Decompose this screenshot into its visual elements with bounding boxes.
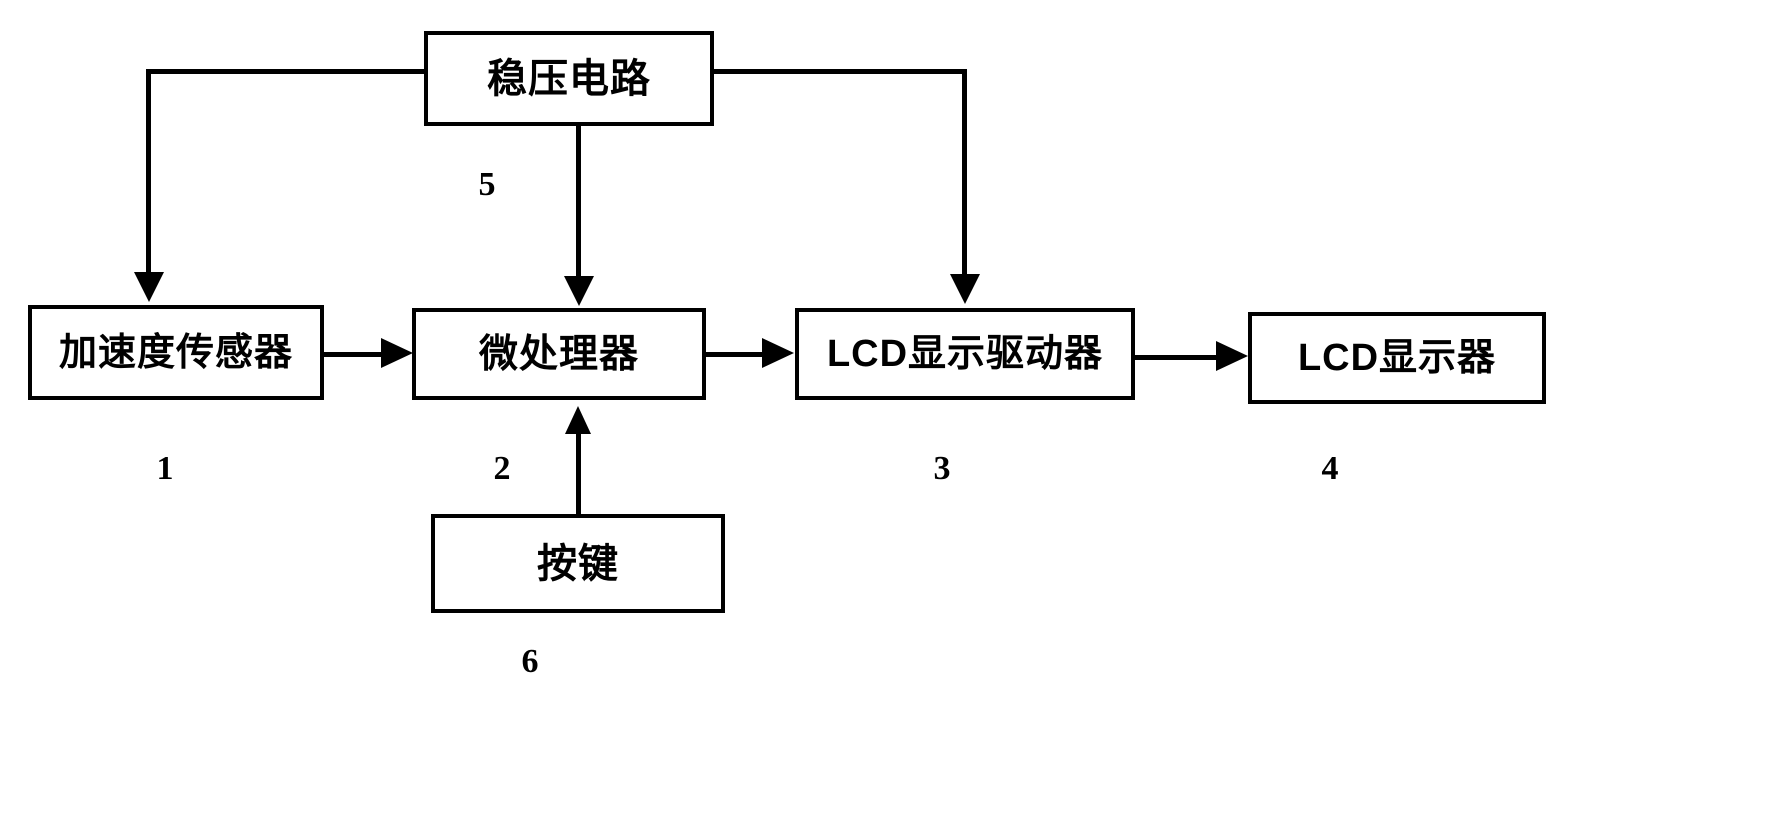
block-voltage-regulator-label: 稳压电路 [487,56,651,101]
block-acceleration-sensor-label: 加速度传感器 [58,331,293,374]
edge-regulator-to-mcu-vertical [576,126,581,278]
ref-number-lcd-display: 4 [1321,450,1339,487]
ref-number-microprocessor: 2 [493,450,511,487]
block-acceleration-sensor[interactable]: 加速度传感器 [28,305,324,400]
edge-regulator-to-lcddriver-vertical [962,69,967,277]
block-lcd-display-driver[interactable]: LCD显示驱动器 [795,308,1135,400]
ref-number-lcd-display-driver: 3 [933,450,951,487]
block-lcd-display[interactable]: LCD显示器 [1248,312,1546,404]
edge-lcddriver-to-lcd [1135,355,1220,360]
arrowhead-keys-to-mcu [565,406,591,434]
edge-regulator-to-sensor-horizontal [146,69,426,74]
edge-keys-to-mcu [576,430,581,515]
block-keys-label: 按键 [537,541,619,586]
arrowhead-sensor-to-mcu [381,338,413,368]
block-keys[interactable]: 按键 [431,514,725,613]
ref-number-acceleration-sensor: 1 [156,450,174,487]
block-microprocessor[interactable]: 微处理器 [412,308,706,400]
block-microprocessor-label: 微处理器 [478,332,639,376]
ref-number-voltage-regulator: 5 [478,166,496,203]
arrowhead-regulator-to-mcu [564,276,594,306]
arrowhead-lcddriver-to-lcd [1216,341,1248,371]
arrowhead-regulator-to-lcddriver [950,274,980,304]
block-voltage-regulator[interactable]: 稳压电路 [424,31,714,126]
edge-mcu-to-lcddriver [706,352,766,357]
edge-sensor-to-mcu [324,352,386,357]
edge-regulator-to-sensor-vertical [146,69,151,275]
arrowhead-mcu-to-lcddriver [762,338,794,368]
edge-regulator-to-lcddriver-horizontal [710,69,967,74]
block-lcd-display-label: LCD显示器 [1297,337,1497,379]
ref-number-keys: 6 [521,643,539,680]
arrowhead-regulator-to-sensor [134,272,164,302]
block-lcd-display-driver-label: LCD显示驱动器 [826,333,1104,375]
